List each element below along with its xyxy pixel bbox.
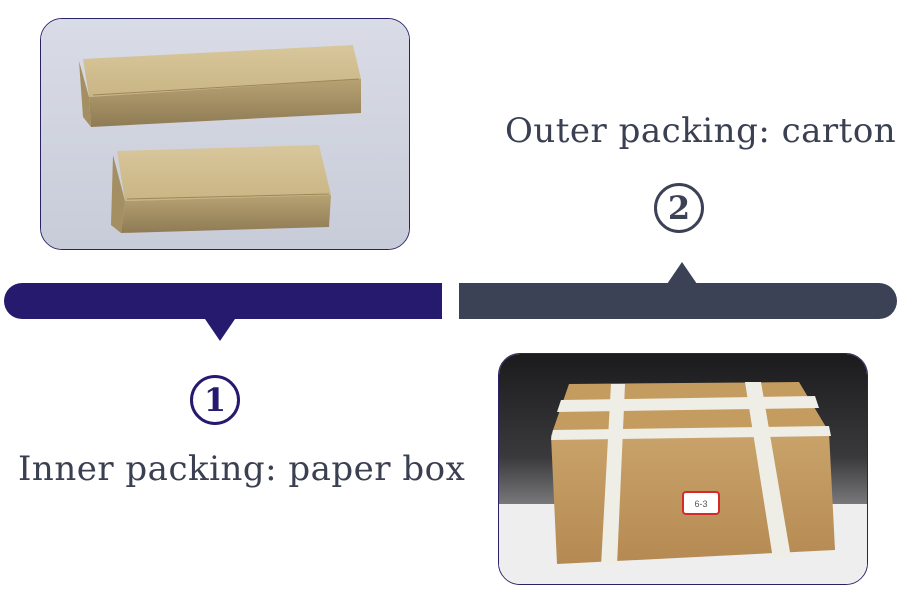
timeline-bar-step-1: [4, 283, 442, 319]
step-1-caption: Inner packing: paper box: [18, 449, 466, 489]
step-2-caption: Outer packing: carton: [505, 111, 897, 151]
step-2-number: 2: [654, 183, 704, 233]
step-1-number: 1: [190, 375, 240, 425]
paper-box-photo: [40, 18, 410, 250]
timeline-pointer-step-1: [205, 319, 235, 341]
timeline-pointer-step-2: [667, 262, 697, 284]
timeline-bar-step-2: [459, 283, 897, 319]
carton-photo: 6-3: [498, 353, 868, 585]
carton-label-text: 6-3: [694, 499, 707, 509]
